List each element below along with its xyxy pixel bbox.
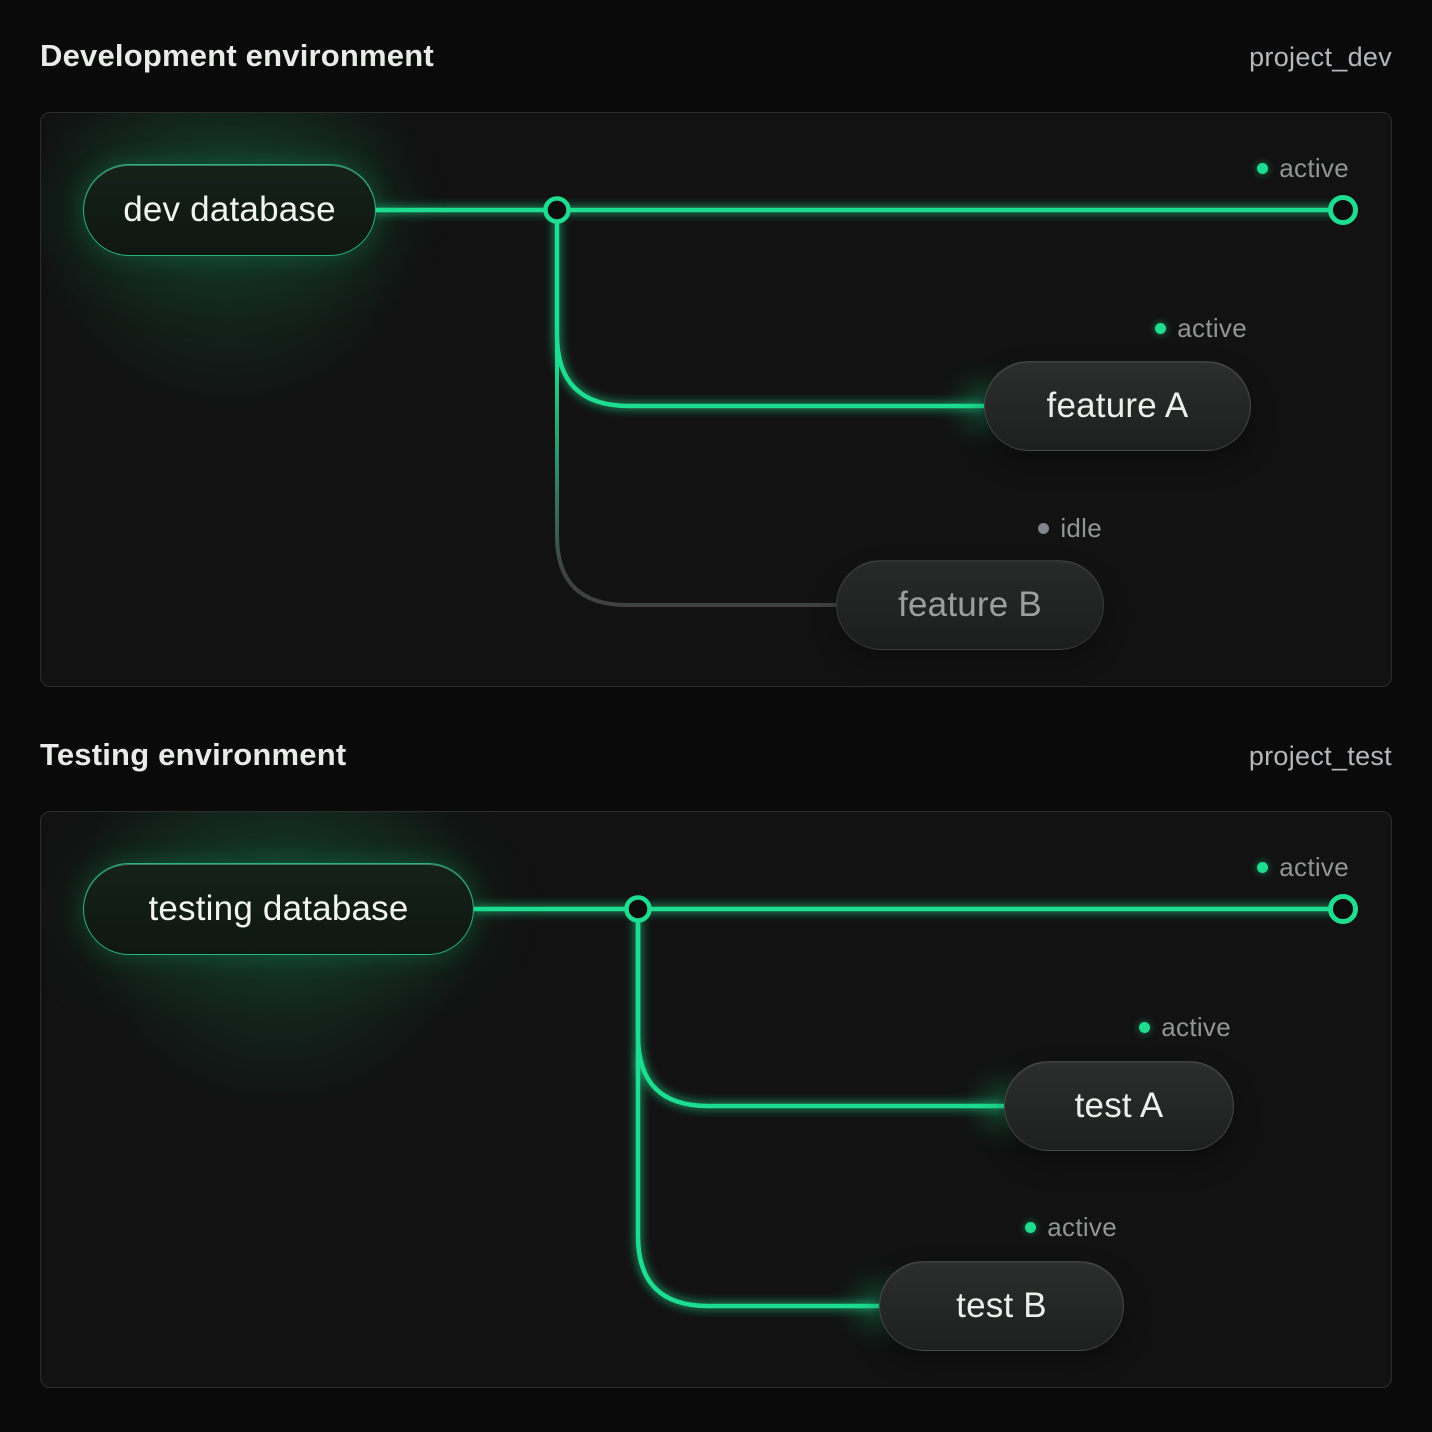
node-test-b[interactable]: test B: [879, 1261, 1124, 1351]
page-title-development: Development environment: [40, 38, 434, 73]
status-dot-active-icon: [1139, 1022, 1151, 1033]
node-feature-a[interactable]: feature A: [984, 361, 1251, 451]
panel-testing: testing database test A test B active ac…: [40, 811, 1392, 1388]
status-feature-a: active: [1155, 313, 1247, 344]
section-header-testing: Testing environment project_test: [40, 737, 1392, 783]
status-label: active: [1279, 153, 1349, 183]
node-dev-database[interactable]: dev database: [83, 164, 376, 256]
branch-node[interactable]: [624, 895, 652, 923]
branch-line-test-a: [635, 909, 1004, 1109]
status-dot-active-icon: [1025, 1222, 1037, 1233]
branch-end-node[interactable]: [1328, 195, 1358, 225]
branch-line-feature-a: [554, 210, 984, 409]
page-title-testing: Testing environment: [40, 737, 347, 772]
node-label: test B: [956, 1286, 1047, 1325]
project-label-dev: project_dev: [1249, 42, 1392, 72]
status-dot-active-icon: [1155, 323, 1167, 334]
branch-line-feature-b: [555, 213, 836, 607]
branch-end-node[interactable]: [1328, 894, 1358, 924]
status-label: active: [1047, 1212, 1117, 1242]
status-label: active: [1177, 313, 1247, 343]
status-dot-idle-icon: [1038, 523, 1050, 534]
status-main-branch: active: [1257, 852, 1349, 883]
status-test-a: active: [1139, 1012, 1231, 1043]
status-label: idle: [1060, 513, 1102, 543]
status-test-b: active: [1025, 1212, 1117, 1243]
branch-line-test-b: [635, 909, 879, 1309]
section-testing: Testing environment project_test: [40, 737, 1392, 1388]
branch-node[interactable]: [543, 196, 571, 224]
node-testing-database[interactable]: testing database: [83, 863, 474, 955]
node-label: feature B: [898, 585, 1042, 624]
status-dot-active-icon: [1257, 163, 1269, 174]
node-label: dev database: [123, 190, 336, 229]
node-feature-b[interactable]: feature B: [836, 560, 1104, 650]
section-header-development: Development environment project_dev: [40, 38, 1392, 84]
panel-development: dev database feature A feature B active …: [40, 112, 1392, 687]
section-development: Development environment project_dev: [40, 38, 1392, 687]
node-label: test A: [1074, 1086, 1164, 1125]
status-label: active: [1279, 852, 1349, 882]
status-feature-b: idle: [1038, 513, 1102, 544]
node-test-a[interactable]: test A: [1004, 1061, 1234, 1151]
project-label-test: project_test: [1248, 741, 1392, 771]
node-label: testing database: [148, 889, 409, 928]
node-label: feature A: [1046, 386, 1189, 425]
status-label: active: [1161, 1012, 1231, 1042]
status-dot-active-icon: [1257, 862, 1269, 873]
status-main-branch: active: [1257, 153, 1349, 184]
